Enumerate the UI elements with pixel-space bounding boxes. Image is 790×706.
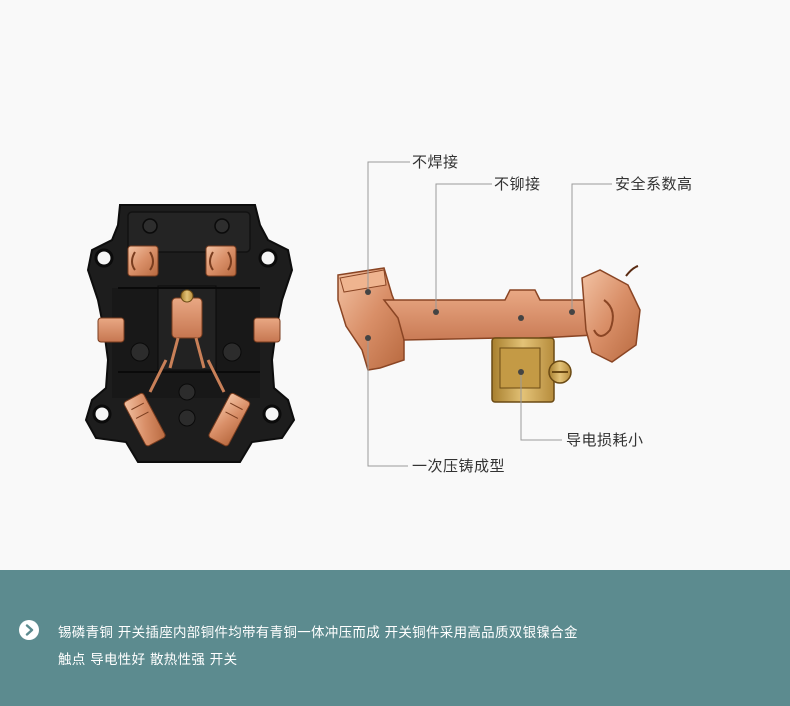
copper-contact-part xyxy=(337,265,641,403)
play-arrow-icon xyxy=(19,620,39,640)
callout-no-welding: 不焊接 xyxy=(412,153,459,171)
banner-text-line2: 触点 导电性好 散热性强 开关 xyxy=(58,652,238,668)
callout-one-piece-cast: 一次压铸成型 xyxy=(412,457,506,475)
callout-high-safety: 安全系数高 xyxy=(615,175,693,193)
description-banner: 锡磷青铜 开关插座内部铜件均带有青铜一体冲压而成 开关铜件采用高品质双银镍合金 … xyxy=(0,570,790,706)
callout-lines xyxy=(365,161,612,467)
product-illustration xyxy=(84,161,641,467)
callout-low-loss: 导电损耗小 xyxy=(566,431,644,449)
product-photo-area: 不焊接 不铆接 安全系数高 导电损耗小 一次压铸成型 xyxy=(84,153,693,475)
banner-text-line1: 锡磷青铜 开关插座内部铜件均带有青铜一体冲压而成 开关铜件采用高品质双银镍合金 xyxy=(58,625,578,641)
socket-back xyxy=(84,204,296,463)
callout-no-riveting: 不铆接 xyxy=(494,175,541,193)
